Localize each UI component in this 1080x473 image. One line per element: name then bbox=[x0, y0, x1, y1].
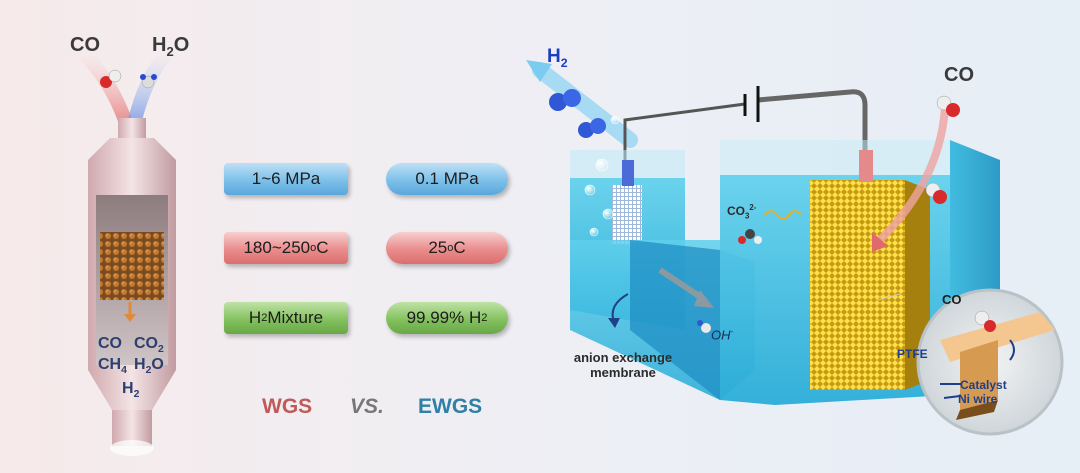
h2-molecule-icon bbox=[549, 89, 606, 138]
outlet-steam bbox=[110, 440, 154, 456]
h2o-molecule-icon bbox=[140, 74, 157, 89]
inset-co-molecule-icon bbox=[974, 310, 996, 332]
anode-clip bbox=[859, 150, 873, 182]
inset-ni-wire-label: Ni wire bbox=[958, 392, 998, 406]
catalyst-bed bbox=[100, 232, 164, 300]
wgs-reactor-illustration bbox=[79, 50, 176, 456]
wire-right bbox=[757, 89, 868, 168]
inset-catalyst-label: Catalyst bbox=[960, 378, 1007, 392]
bubbles-decoration bbox=[584, 115, 620, 237]
vs-label: VS. bbox=[350, 395, 384, 418]
inset-co-label: CO bbox=[942, 292, 962, 307]
reactor-top-cone bbox=[88, 138, 176, 160]
h2o-inlet-label: H2O bbox=[152, 34, 190, 59]
h2-flow-arrow-icon bbox=[532, 62, 638, 148]
ewgs-electrolyzer-illustration bbox=[526, 60, 1064, 436]
product-h2: H2 bbox=[122, 380, 140, 401]
co-flow-arrow-icon bbox=[877, 107, 949, 243]
carbonate-wave-icon bbox=[764, 210, 802, 220]
reactor-bottom-cone bbox=[88, 370, 176, 410]
oh-ion-icon bbox=[701, 323, 711, 333]
product-ch4: CH4 bbox=[98, 356, 127, 377]
co-molecule-icon bbox=[100, 69, 122, 88]
ewgs-pressure-badge: 0.1 MPa bbox=[386, 163, 508, 195]
wgs-pressure-badge: 1~6 MPa bbox=[224, 163, 348, 195]
cathode-clip bbox=[622, 160, 634, 186]
reactor-inlet-neck bbox=[118, 118, 146, 138]
oh-flow-arrow-icon bbox=[658, 267, 707, 303]
inset-catalyst-layer bbox=[960, 340, 998, 410]
wgs-label: WGS bbox=[262, 395, 313, 418]
inset-ni-wire bbox=[956, 400, 998, 420]
carbonate-label: CO32- bbox=[727, 203, 757, 221]
co-inlet-label: CO bbox=[70, 34, 100, 56]
co-molecule-right-icon bbox=[925, 95, 960, 204]
co-gas-label: CO bbox=[944, 64, 974, 86]
h2-gas-label: H2 bbox=[547, 46, 568, 70]
catalyst-mesh bbox=[810, 180, 905, 390]
cathode-electrode bbox=[612, 185, 642, 245]
product-co2: CO2 bbox=[134, 335, 164, 356]
inset-ptfe-label: PTFE bbox=[897, 347, 928, 361]
product-co: CO bbox=[98, 335, 122, 352]
product-h2o: H2O bbox=[134, 356, 164, 377]
ewgs-label: EWGS bbox=[418, 395, 483, 418]
carbonate-molecule-icon bbox=[738, 229, 762, 244]
membrane-label: anion exchange membrane bbox=[573, 350, 673, 380]
hydroxide-label: OH- bbox=[711, 326, 734, 343]
